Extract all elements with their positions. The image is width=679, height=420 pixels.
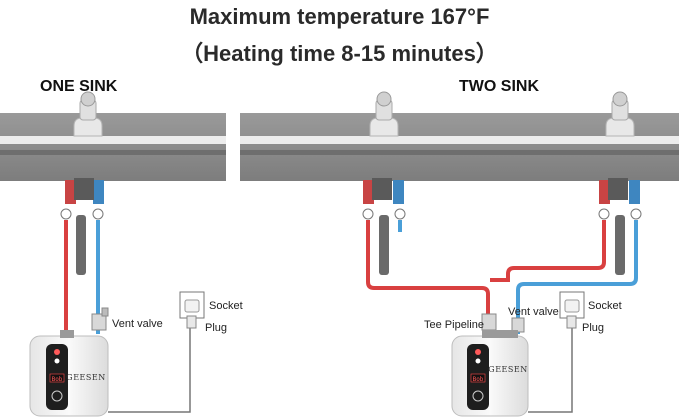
heater-display-two: Bob bbox=[473, 376, 484, 383]
heater-brand: GEESEN bbox=[66, 373, 105, 382]
water-heater-two-sink: Bob GEESEN bbox=[451, 330, 529, 417]
power-cord-two-sink bbox=[528, 326, 573, 413]
heater-brand-two: GEESEN bbox=[488, 365, 527, 374]
one-sink-group: Vent valve Bob GEESEN Socket Plug bbox=[0, 91, 243, 417]
vent-valve-two-sink bbox=[511, 317, 525, 333]
socket-label: Socket bbox=[209, 300, 243, 312]
angle-valves-one-sink bbox=[60, 178, 104, 275]
two-sink-group: Tee Pipeline Vent valve Bob GEESEN Socke… bbox=[240, 91, 679, 417]
water-heater-one-sink: Bob GEESEN bbox=[29, 330, 109, 417]
hot-pipe-two-sink bbox=[366, 220, 606, 330]
vent-valve-label-two: Vent valve bbox=[508, 306, 559, 318]
angle-valves-right-sink bbox=[598, 178, 642, 275]
faucet-left-icon bbox=[369, 91, 399, 137]
power-cord-one-sink bbox=[108, 326, 191, 413]
faucet-right-icon bbox=[605, 91, 635, 137]
plug-label: Plug bbox=[205, 322, 227, 334]
countertop-one-sink bbox=[0, 113, 226, 181]
cold-pipe-two-sink bbox=[398, 220, 638, 334]
title-max-temperature: Maximum temperature 167°F bbox=[189, 4, 490, 29]
label-two-sink: TWO SINK bbox=[459, 78, 539, 95]
vent-valve-one-sink bbox=[91, 307, 109, 331]
tee-pipeline-label: Tee Pipeline bbox=[424, 319, 484, 331]
plug-label-two: Plug bbox=[582, 322, 604, 334]
label-one-sink: ONE SINK bbox=[40, 78, 118, 95]
angle-valves-left-sink bbox=[362, 178, 406, 275]
heater-display: Bob bbox=[52, 376, 63, 383]
title-heating-time: （Heating time 8-15 minutes） bbox=[181, 41, 498, 66]
socket-icon bbox=[179, 291, 205, 329]
socket-icon-two bbox=[559, 291, 585, 329]
vent-valve-label: Vent valve bbox=[112, 318, 163, 330]
tee-pipeline-icon bbox=[481, 313, 497, 331]
socket-label-two: Socket bbox=[588, 300, 622, 312]
faucet-icon bbox=[73, 91, 103, 137]
